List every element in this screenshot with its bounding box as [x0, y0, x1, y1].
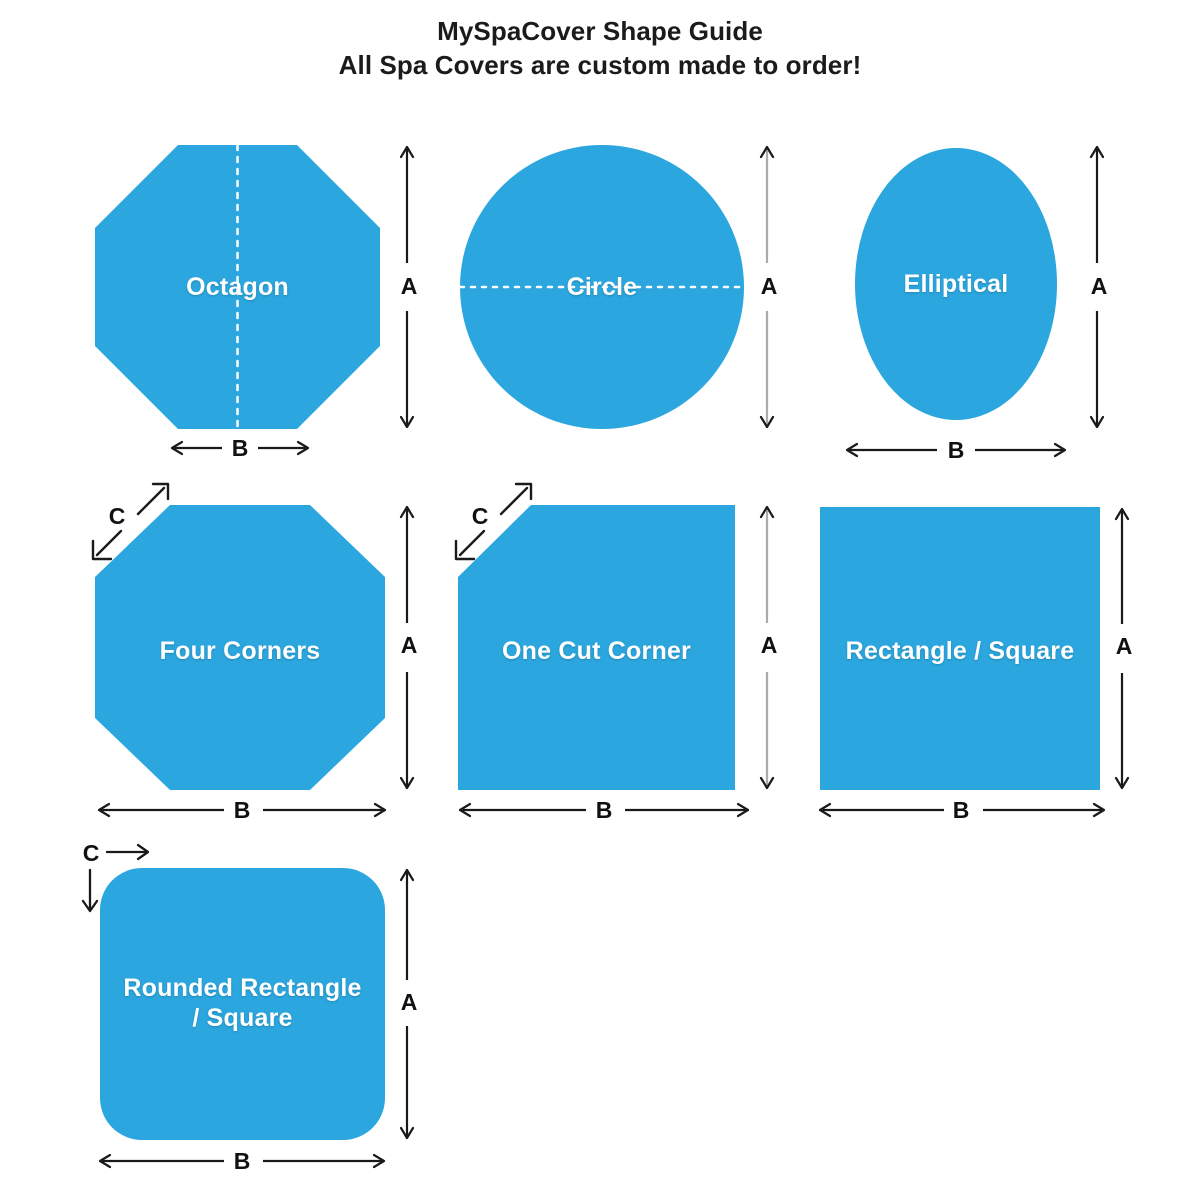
- shape-cell-elliptical: Elliptical: [855, 148, 1057, 420]
- shape-cell-rounded-rectangle-square: Rounded Rectangle / Square: [100, 868, 385, 1140]
- dimension-arrow-a-octagon: [399, 145, 415, 429]
- dimension-label-a-rounded-rectangle-square: A: [400, 989, 418, 1015]
- shape-cell-circle: Circle: [460, 145, 744, 429]
- shape-cell-octagon: Octagon: [95, 145, 380, 429]
- dimension-arrow-a-rectangle-square: [1114, 507, 1130, 790]
- dimension-arrow-b-rounded-rectangle-square: [98, 1153, 386, 1169]
- dimension-label-b-four-corners: B: [233, 797, 251, 823]
- title-line-1: MySpaCover Shape Guide: [437, 16, 763, 46]
- dimension-arrow-a-four-corners: [399, 505, 415, 790]
- rectangle-square-shape: [820, 507, 1100, 790]
- dimension-label-b-elliptical: B: [947, 437, 965, 463]
- dimension-label-b-rounded-rectangle-square: B: [233, 1148, 251, 1174]
- page-title: MySpaCover Shape Guide All Spa Covers ar…: [0, 14, 1200, 82]
- circle-shape: [460, 145, 744, 429]
- dimension-arrow-a-elliptical: [1089, 145, 1105, 429]
- elliptical-shape: [855, 148, 1057, 420]
- dimension-arrow-c-four-corners: [91, 482, 170, 561]
- title-line-2: All Spa Covers are custom made to order!: [338, 50, 862, 80]
- dimension-arrow-b-rectangle-square: [818, 802, 1106, 818]
- dimension-label-a-elliptical: A: [1090, 273, 1108, 299]
- one-cut-corner-shape: [458, 505, 735, 790]
- dimension-label-a-circle: A: [760, 273, 778, 299]
- dimension-arrow-b-octagon: [170, 440, 310, 456]
- octagon-shape: [95, 145, 380, 429]
- dimension-arrow-c-one-cut-corner: [454, 482, 533, 561]
- four-corners-shape: [95, 505, 385, 790]
- dimension-arrow-c-vertical-rounded: [81, 868, 99, 913]
- dimension-arrow-b-elliptical: [845, 442, 1067, 458]
- shape-cell-rectangle-square: Rectangle / Square: [820, 507, 1100, 790]
- dimension-arrow-a-one-cut-corner: [759, 505, 775, 790]
- dimension-arrow-b-four-corners: [97, 802, 387, 818]
- dimension-label-b-one-cut-corner: B: [595, 797, 613, 823]
- dimension-label-a-octagon: A: [400, 273, 418, 299]
- dimension-arrow-a-circle: [759, 145, 775, 429]
- dimension-label-b-octagon: B: [231, 435, 249, 461]
- dimension-label-a-four-corners: A: [400, 632, 418, 658]
- dimension-arrow-c-horizontal-rounded: [105, 843, 150, 861]
- rounded-rectangle-square-shape: [100, 868, 385, 1140]
- dimension-label-a-one-cut-corner: A: [760, 632, 778, 658]
- dimension-label-c-one-cut-corner: C: [471, 503, 489, 529]
- dimension-arrow-a-rounded-rectangle-square: [399, 868, 415, 1140]
- dimension-label-b-rectangle-square: B: [952, 797, 970, 823]
- dimension-label-c-rounded-rectangle-square: C: [82, 840, 100, 866]
- dimension-label-a-rectangle-square: A: [1115, 633, 1133, 659]
- dimension-arrow-b-one-cut-corner: [458, 802, 750, 818]
- dimension-label-c-four-corners: C: [108, 503, 126, 529]
